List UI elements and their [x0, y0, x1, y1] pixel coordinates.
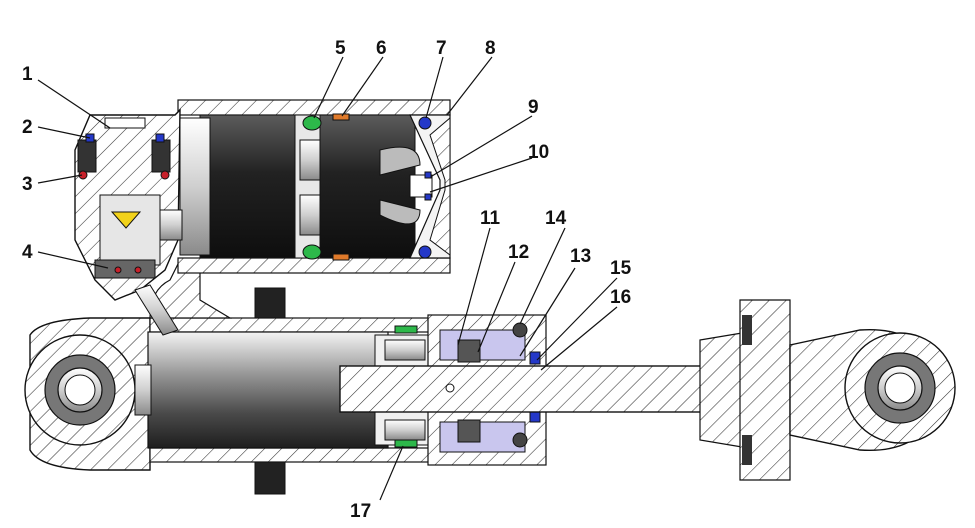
seal-17-bottom — [394, 439, 418, 448]
piston-rod — [339, 299, 956, 481]
ring-6-bottom — [332, 253, 350, 261]
callout-15: 15 — [610, 258, 632, 279]
callout-8: 8 — [485, 38, 496, 59]
callout-2: 2 — [22, 117, 33, 138]
callout-9: 9 — [528, 97, 539, 118]
callout-17: 17 — [350, 501, 371, 522]
accumulator-cylinder — [177, 99, 451, 274]
callout-7: 7 — [436, 38, 447, 59]
callout-5: 5 — [335, 38, 346, 59]
callout-10: 10 — [528, 142, 549, 163]
callout-leaders — [37, 56, 618, 501]
seal-5-bottom — [302, 244, 322, 260]
seal-9 — [424, 171, 432, 179]
callout-labels: 1 2 3 4 5 6 7 8 9 10 11 12 13 14 15 16 1… — [22, 38, 632, 522]
valve-block — [74, 108, 183, 336]
seal-7-bottom — [418, 245, 432, 259]
callout-3: 3 — [22, 174, 33, 195]
callout-13: 13 — [570, 246, 591, 267]
valve-insert-yellow — [110, 211, 142, 229]
callout-11: 11 — [480, 208, 501, 229]
callout-12: 12 — [508, 242, 529, 263]
seal-9b — [424, 193, 432, 201]
seal-17-top — [394, 325, 418, 334]
callout-14: 14 — [545, 208, 567, 229]
callout-16: 16 — [610, 287, 631, 308]
callout-6: 6 — [376, 38, 387, 59]
callout-4: 4 — [22, 242, 33, 263]
seal-7-top — [418, 116, 432, 130]
ring-6-top — [332, 113, 350, 121]
seal-5-top — [302, 115, 322, 131]
callout-1: 1 — [22, 64, 33, 85]
